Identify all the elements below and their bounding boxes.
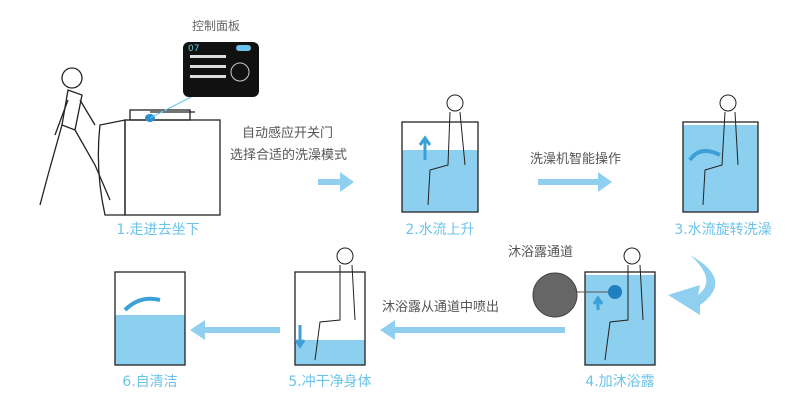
tub-step4: [577, 247, 656, 366]
step-1-label: 1.走进去坐下: [116, 222, 200, 238]
step-6-label: 6.自清洁: [122, 374, 178, 390]
panel-time: 07: [188, 44, 200, 54]
tub-step5: [294, 247, 366, 366]
arrow-left-5: [190, 320, 280, 340]
walking-person: [39, 67, 111, 206]
arrow-right-1: [318, 172, 354, 192]
step1-machine: [97, 109, 221, 216]
step-4-label: 4.加沐浴露: [585, 374, 655, 390]
note-select-mode: 选择合适的洗澡模式: [230, 148, 348, 163]
control-panel[interactable]: [183, 42, 259, 97]
arrow-left-4: [380, 320, 565, 340]
tub-step3: [682, 94, 759, 213]
note-auto-door: 自动感应开关门: [242, 126, 334, 141]
tub-step2: [401, 94, 479, 213]
step-3-label: 3.水流旋转洗澡: [674, 222, 772, 238]
flow-arrows: [190, 172, 716, 340]
shower-gel-channel-mesh: [532, 272, 578, 318]
tub-step6: [114, 271, 186, 366]
note-gel-spray: 沐浴露从通道中喷出: [382, 300, 500, 315]
arrow-right-2: [538, 172, 612, 192]
note-smart-operation: 洗澡机智能操作: [530, 152, 622, 167]
step-5-label: 5.冲干净身体: [288, 374, 372, 390]
step-2-label: 2.水流上升: [405, 222, 475, 238]
note-shower-gel-channel: 沐浴露通道: [508, 245, 574, 260]
arrow-curve-down: [668, 255, 716, 315]
control-panel-title: 控制面板: [192, 19, 241, 33]
panel-pointer: [149, 94, 196, 119]
